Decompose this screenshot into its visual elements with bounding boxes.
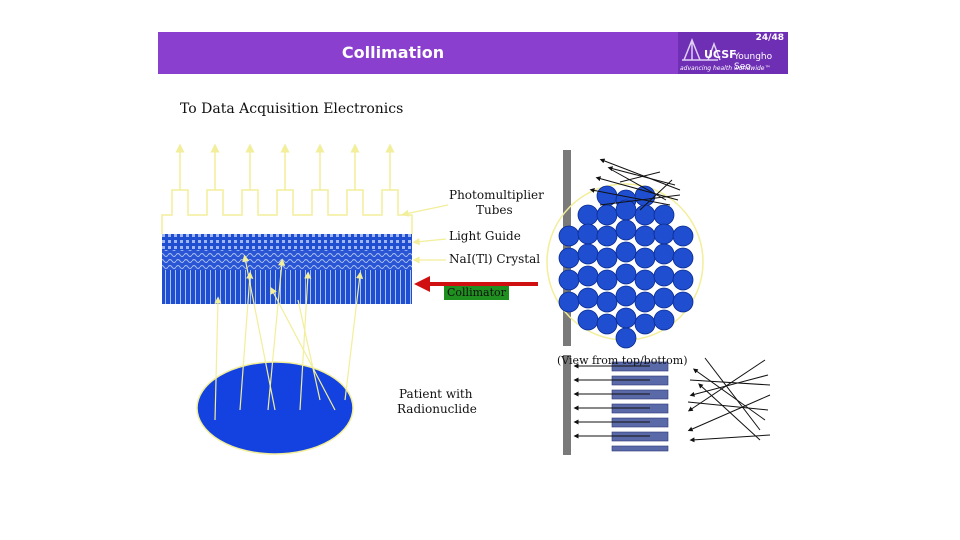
pmt-label-line2: Tubes (476, 203, 513, 217)
slide-title: Collimation (341, 43, 445, 62)
crystal-label: NaI(Tl) Crystal (449, 252, 541, 266)
collimator (162, 270, 412, 304)
side-view-bar (563, 355, 571, 455)
pmt-label-line1: Photomultiplier (449, 188, 544, 202)
logo-text: UCSF (704, 48, 737, 61)
view-label: (View from top/bottom) (557, 354, 688, 367)
collimator-label: Collimator (444, 286, 509, 300)
label-pointers (401, 204, 449, 264)
header-bar: Collimation UCSF Youngho Seo advancing h… (158, 32, 788, 74)
light-guide (162, 234, 412, 250)
gamma-ray-lines (214, 254, 364, 421)
pmt-output-arrows (175, 143, 395, 190)
nai-crystal (162, 250, 412, 270)
patient-label-line2: Radionuclide (397, 402, 477, 416)
electronics-label: To Data Acquisition Electronics (180, 101, 404, 117)
ucsf-logo: UCSF Youngho Seo advancing health worldw… (678, 32, 788, 74)
pmt-array-circles (558, 185, 694, 349)
logo-tagline: advancing health worldwide™ (680, 65, 771, 72)
side-view-rays (573, 357, 771, 443)
slide-number: 24/48 (755, 33, 784, 43)
patient-label-line1: Patient with (399, 387, 473, 401)
presenter-name: Youngho Seo (734, 52, 773, 72)
photomultiplier-tubes (161, 189, 413, 234)
light-guide-label: Light Guide (449, 229, 521, 243)
side-view-slats (611, 361, 669, 452)
bridge-logo-icon (682, 37, 721, 61)
top-view-rays (589, 158, 681, 211)
